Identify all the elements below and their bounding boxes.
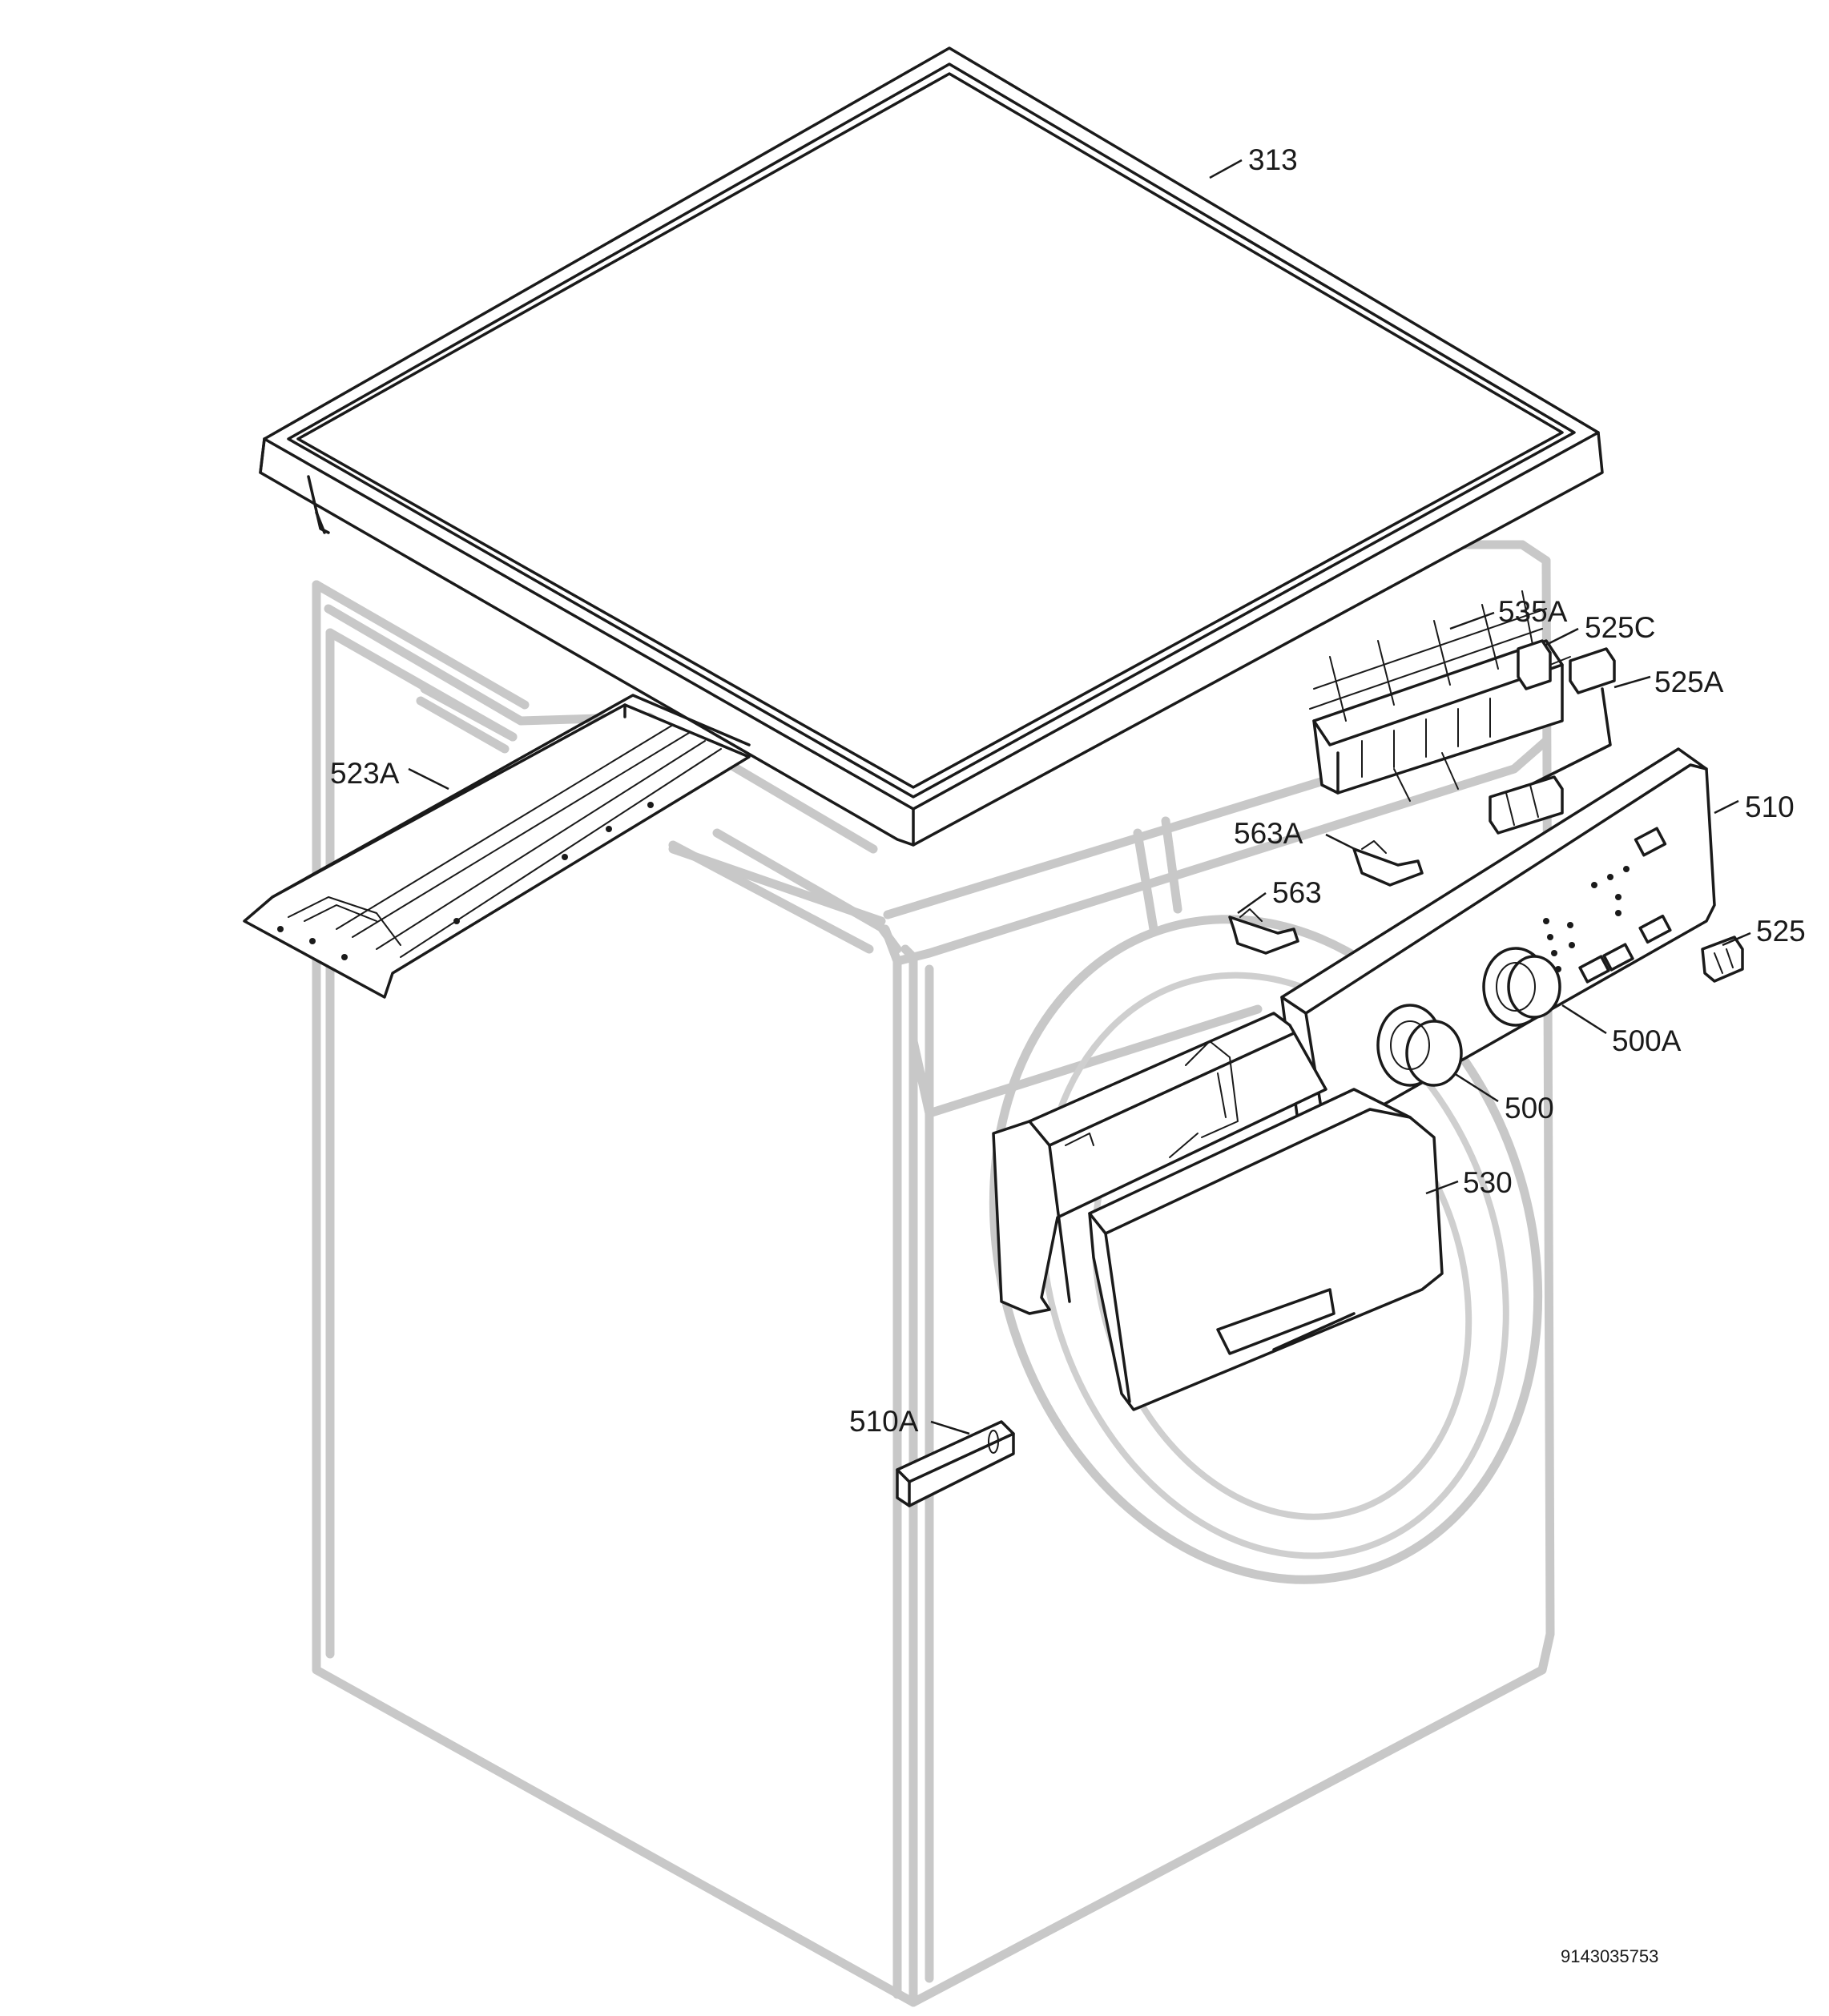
callout-535A: 535A <box>1498 595 1568 628</box>
callout-labels: 313 535A 525C 525A 510 523A 563A 563 525… <box>330 143 1806 1966</box>
leader-lines <box>408 159 1751 1435</box>
badge-510A <box>896 1420 1015 1507</box>
rail-523A <box>243 694 751 999</box>
knob-500 <box>1376 1004 1463 1087</box>
dispenser-housing <box>992 1012 1327 1315</box>
pin-563 <box>1228 908 1299 955</box>
callout-510A: 510A <box>849 1405 919 1438</box>
callout-563A: 563A <box>1234 817 1303 850</box>
callout-313: 313 <box>1248 143 1298 176</box>
connector-525C <box>1517 639 1571 690</box>
callout-525: 525 <box>1756 915 1806 948</box>
callout-523A: 523A <box>330 757 400 790</box>
callout-500A: 500A <box>1612 1024 1682 1057</box>
pin-563A <box>1352 840 1424 887</box>
switch-525 <box>1701 936 1744 983</box>
cable-525A <box>1489 647 1616 835</box>
callout-525A: 525A <box>1654 666 1724 698</box>
callout-530: 530 <box>1463 1166 1513 1199</box>
drawing-number: 9143035753 <box>1561 1946 1658 1966</box>
knob-500A <box>1482 947 1561 1027</box>
detergent-drawer-530 <box>1088 1088 1444 1411</box>
callout-510: 510 <box>1745 791 1795 823</box>
callout-563: 563 <box>1272 876 1322 909</box>
worktop-lid-313 <box>259 46 1604 847</box>
callout-525C: 525C <box>1585 611 1655 644</box>
callout-500: 500 <box>1505 1092 1554 1125</box>
